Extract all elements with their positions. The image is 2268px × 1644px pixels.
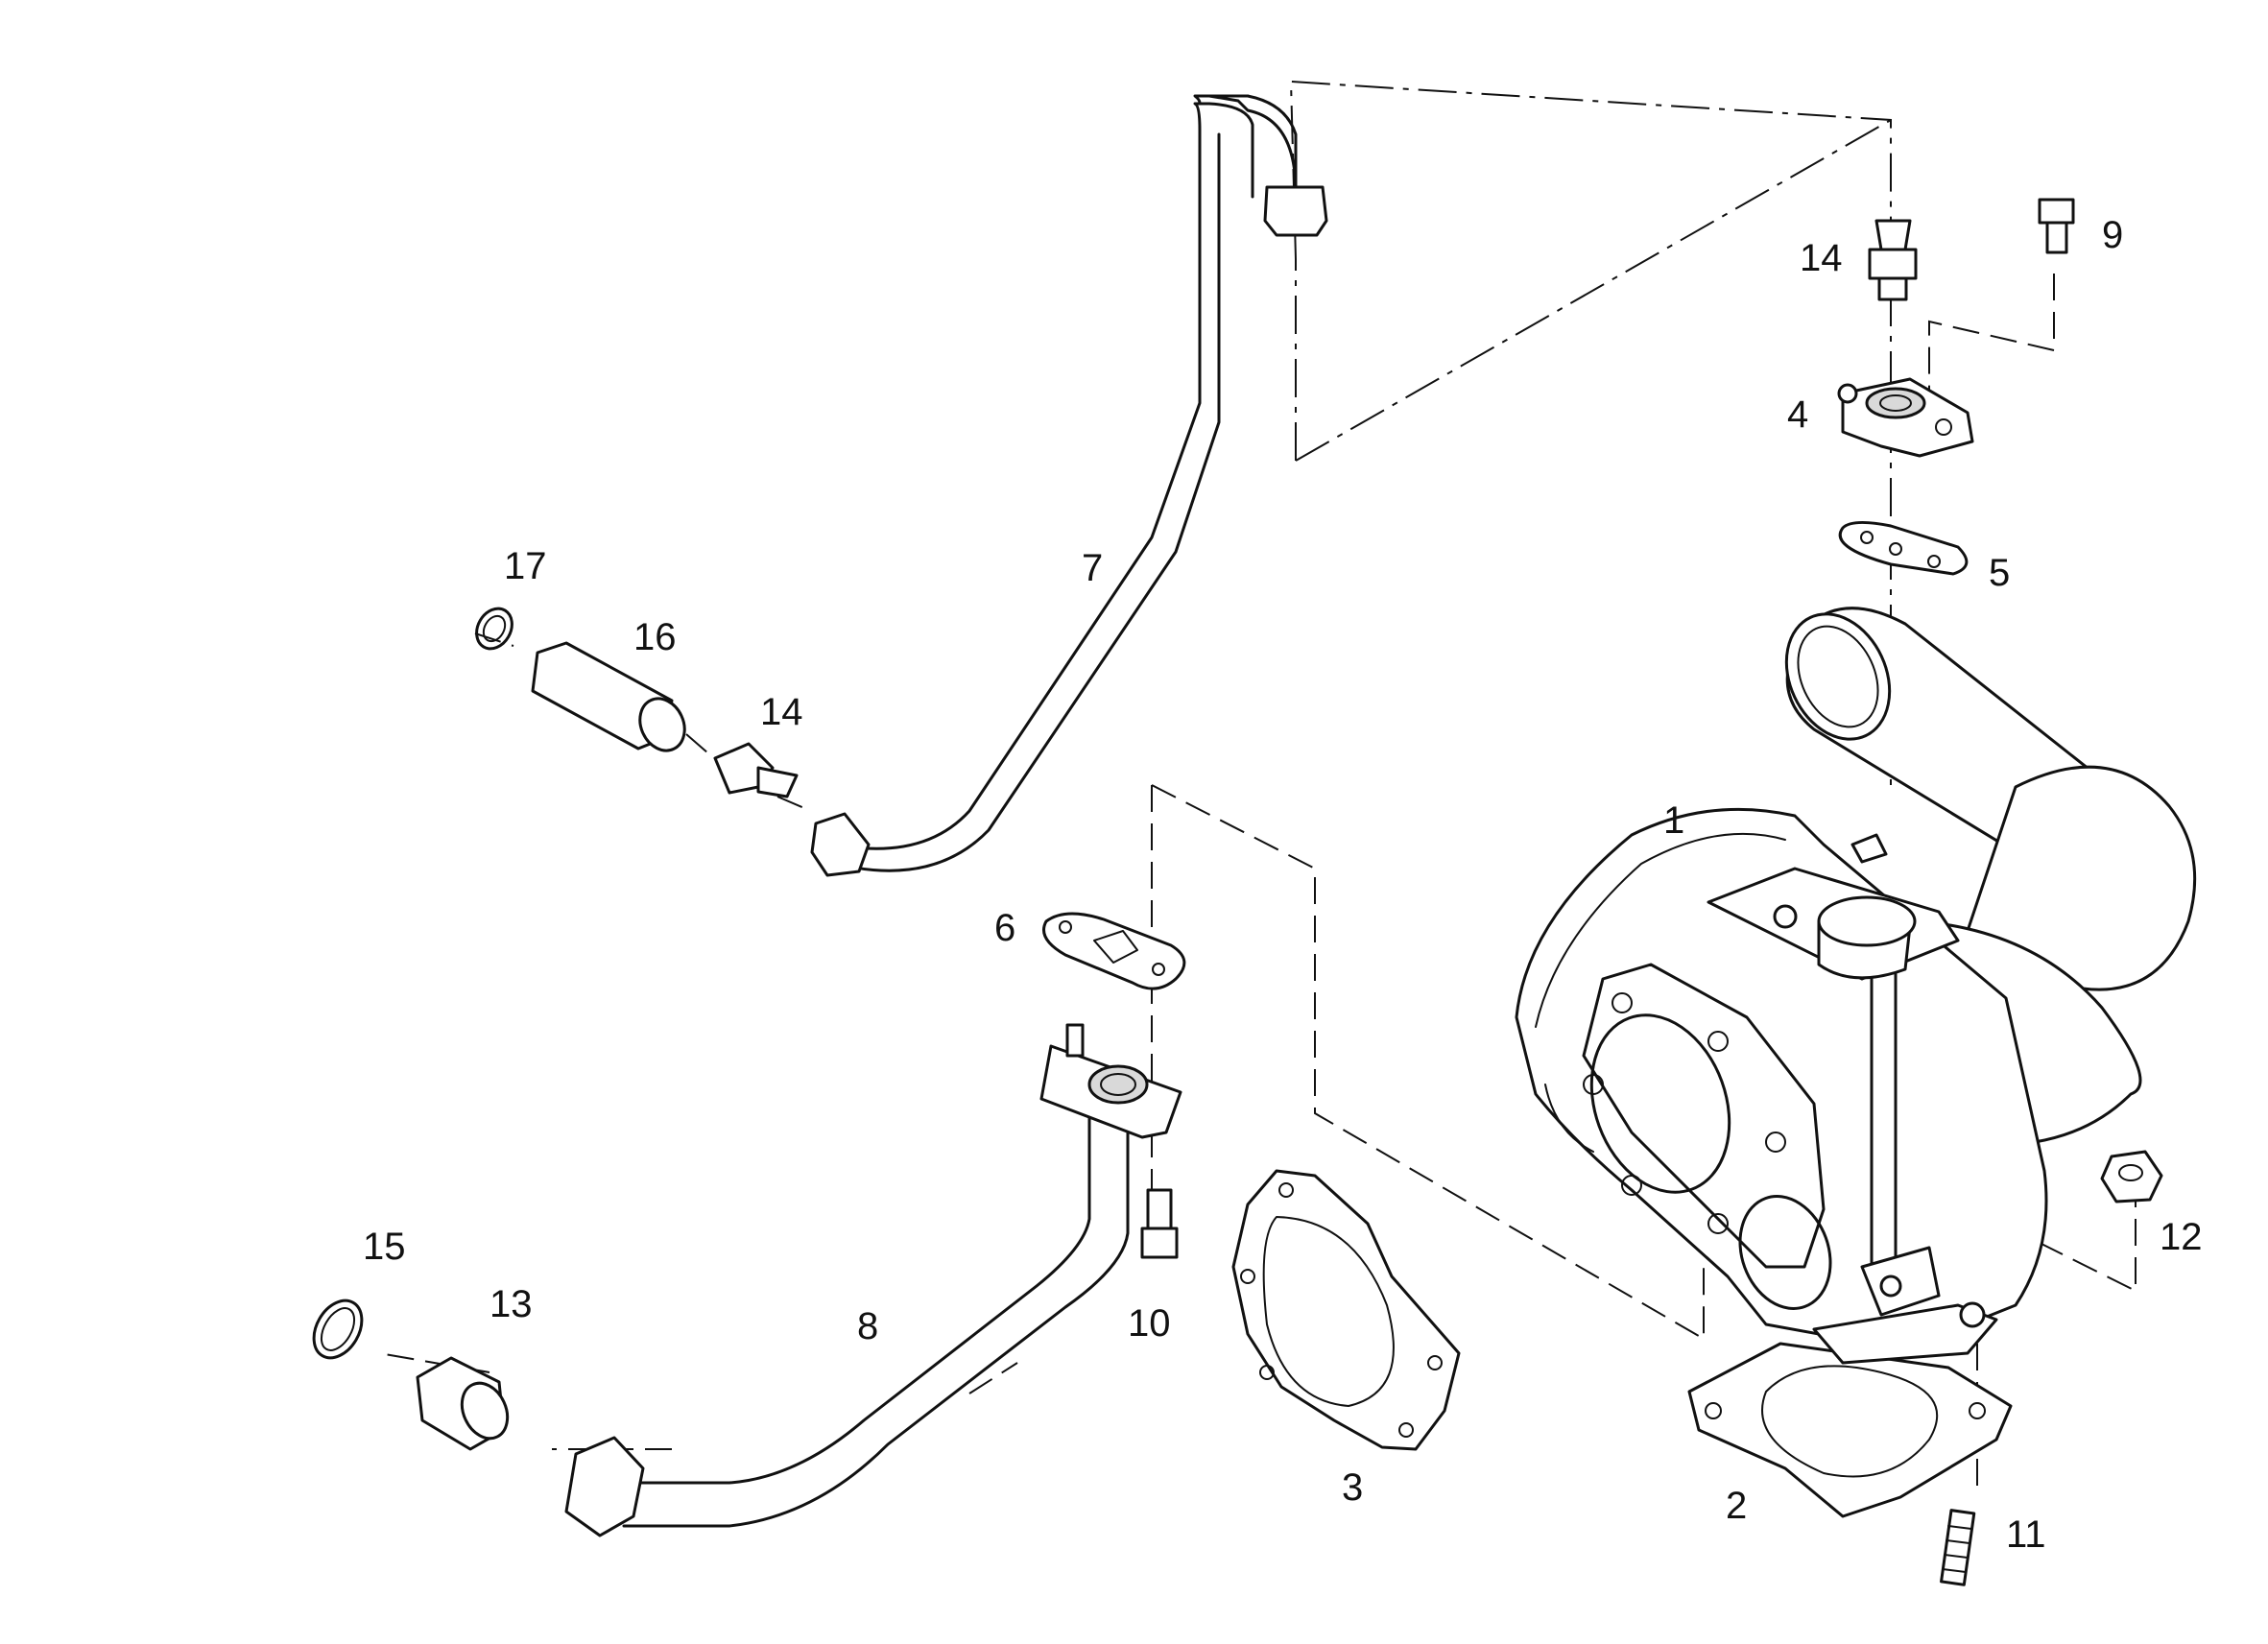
oil-drain-pipe-lower bbox=[564, 1023, 1182, 1537]
label-part-8: 8 bbox=[857, 1305, 878, 1347]
stud-11 bbox=[1940, 1509, 1976, 1586]
label-part-4: 4 bbox=[1787, 393, 1808, 436]
label-part-9: 9 bbox=[2102, 214, 2123, 256]
oil-feed-pipe-upper bbox=[810, 94, 1328, 877]
label-part-5: 5 bbox=[1989, 552, 2010, 594]
fitting-14-lower bbox=[713, 742, 799, 798]
turbocharger-body bbox=[1515, 607, 2197, 1365]
adapter-16 bbox=[531, 641, 686, 752]
part-labels: 1 2 3 4 5 6 7 8 9 10 11 12 13 14 14 15 1… bbox=[363, 214, 2203, 1556]
bolt-10 bbox=[1140, 1188, 1179, 1259]
o-ring-15 bbox=[312, 1299, 364, 1360]
label-part-12: 12 bbox=[2160, 1216, 2203, 1258]
label-part-3: 3 bbox=[1342, 1466, 1363, 1509]
label-part-14-lower: 14 bbox=[760, 691, 803, 733]
bolt-9 bbox=[2038, 198, 2075, 254]
gasket-5 bbox=[1838, 521, 1969, 576]
fitting-14-upper bbox=[1868, 219, 1918, 301]
adapter-13 bbox=[416, 1356, 510, 1451]
o-ring-17 bbox=[475, 607, 513, 651]
label-part-13: 13 bbox=[489, 1283, 533, 1325]
label-part-6: 6 bbox=[994, 907, 1015, 949]
label-part-14-upper: 14 bbox=[1800, 237, 1843, 279]
oil-inlet-flange-4 bbox=[1837, 377, 1974, 458]
gasket-6 bbox=[1042, 912, 1186, 990]
label-part-11: 11 bbox=[2006, 1513, 2046, 1556]
label-part-16: 16 bbox=[633, 616, 677, 658]
flange-gasket-3 bbox=[1231, 1169, 1461, 1451]
label-part-15: 15 bbox=[363, 1226, 406, 1268]
label-part-1: 1 bbox=[1663, 799, 1684, 842]
label-part-2: 2 bbox=[1726, 1485, 1747, 1527]
flange-nut-12 bbox=[2100, 1150, 2163, 1203]
label-part-17: 17 bbox=[504, 545, 547, 587]
label-part-10: 10 bbox=[1128, 1302, 1171, 1345]
label-part-7: 7 bbox=[1082, 547, 1103, 589]
